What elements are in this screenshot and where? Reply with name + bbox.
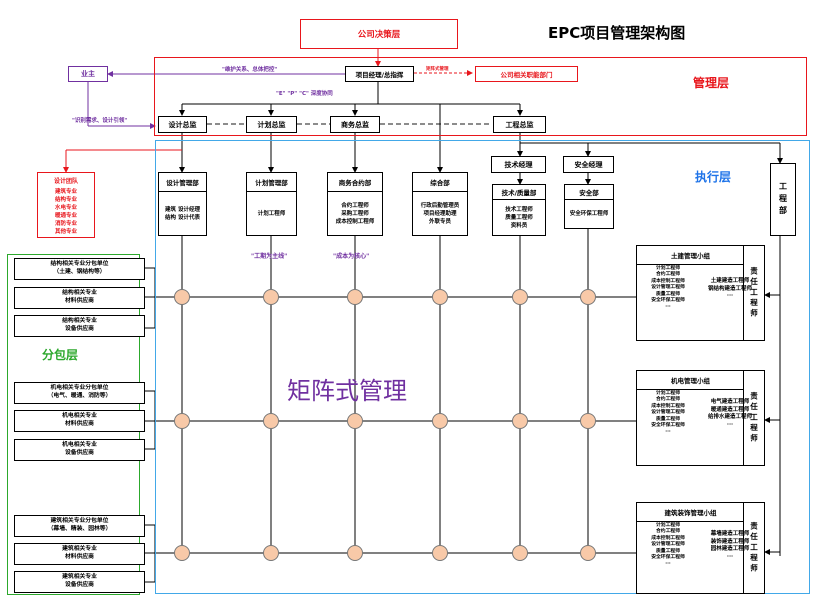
note-plan: "工期为主线" <box>251 253 288 260</box>
group-col2: 土建建造工程师 钢结构建造工程师 ··· <box>707 278 752 300</box>
matrix-node <box>347 545 363 561</box>
owner-box: 业主 <box>68 66 108 82</box>
subcontractor-box: 机电相关专业分包单位 （电气、暖通、消防等） <box>14 382 145 404</box>
director-design: 设计总监 <box>158 116 207 133</box>
group-title: 建筑装饰管理小组 <box>637 503 744 522</box>
note-epc: "E" "P" "C" 深度协同 <box>276 91 333 97</box>
group-col2: 幕墙建造工程师 装饰建造工程师 园林建造工程师 ··· <box>710 531 750 561</box>
dept-body: 行政后勤管理员 项目经理助理 外联专员 <box>420 202 460 226</box>
dept-tech-quality: 技术/质量部 技术工程师 质量工程师 资料员 <box>492 184 546 236</box>
director-engineering: 工程总监 <box>493 116 546 133</box>
design-team-box: 设计团队 建筑专业结构专业水电专业暖通专业消防专业其他专业 <box>37 172 95 238</box>
dept-business: 商务合约部 合约工程师 采购工程师 成本控制工程师 <box>327 172 383 236</box>
note-maintain: "维护关系、总体把控" <box>222 67 278 73</box>
group-mep: 机电管理小组 计划工程师 合约工程师 成本控制工程师 设计管理工程师 质量工程师… <box>636 370 765 466</box>
subcontract-layer-label: 分包层 <box>42 348 79 362</box>
dept-body: 安全环保工程师 <box>569 211 609 218</box>
engineering-dept-label: 工程部 <box>778 181 788 218</box>
management-layer-label: 管理层 <box>693 76 730 90</box>
design-team-title: 设计团队 <box>53 178 78 185</box>
design-team-item: 暖通专业 <box>54 212 77 219</box>
group-resp: 责任工程师 <box>743 371 764 465</box>
dept-name: 技术/质量部 <box>493 185 545 200</box>
subcontractor-box: 结构相关专业分包单位 （土建、钢结构等） <box>14 258 145 280</box>
matrix-node <box>347 413 363 429</box>
design-team-item: 结构专业 <box>54 196 77 203</box>
matrix-node <box>432 413 448 429</box>
dept-body: 建筑 设计经理 结构 设计代表 <box>165 206 200 221</box>
matrix-node <box>174 289 190 305</box>
execution-layer-label: 执行层 <box>695 170 732 184</box>
matrix-node <box>263 413 279 429</box>
matrix-node <box>580 545 596 561</box>
matrix-node <box>512 545 528 561</box>
dept-name: 综合部 <box>413 173 467 192</box>
group-civil: 土建管理小组 计划工程师 合约工程师 成本控制工程师 设计管理工程师 质量工程师… <box>636 245 765 341</box>
group-col1: 计划工程师 合约工程师 成本控制工程师 设计管理工程师 质量工程师 安全环保工程… <box>651 523 685 567</box>
matrix-node <box>512 413 528 429</box>
subcontractor-box: 建筑相关专业 材料供应商 <box>14 543 145 565</box>
safety-manager-box: 安全经理 <box>563 156 614 173</box>
design-team-items: 建筑专业结构专业水电专业暖通专业消防专业其他专业 <box>38 189 94 237</box>
matrix-label: 矩阵式管理 <box>287 377 407 405</box>
matrix-node <box>432 289 448 305</box>
subcontractor-box: 建筑相关专业 设备供应商 <box>14 571 145 593</box>
matrix-node <box>512 289 528 305</box>
dept-body: 计划工程师 <box>257 210 286 217</box>
page-title: EPC项目管理架构图 <box>548 24 686 42</box>
matrix-node <box>263 545 279 561</box>
dept-name: 计划管理部 <box>247 173 296 192</box>
director-business: 商务总监 <box>330 116 380 133</box>
matrix-note: 矩阵式管理 <box>426 67 449 72</box>
dept-name: 安全部 <box>565 185 613 200</box>
matrix-node <box>347 289 363 305</box>
group-decoration: 建筑装饰管理小组 计划工程师 合约工程师 成本控制工程师 设计管理工程师 质量工… <box>636 502 765 594</box>
dept-body: 技术工程师 质量工程师 资料员 <box>505 206 533 230</box>
note-identify: "识别需求、设计引领" <box>72 118 128 124</box>
dept-body: 合约工程师 采购工程师 成本控制工程师 <box>335 202 375 226</box>
director-plan: 计划总监 <box>246 116 297 133</box>
subcontractor-box: 结构相关专业 材料供应商 <box>14 287 145 309</box>
note-cost: "成本为核心" <box>333 253 370 260</box>
matrix-node <box>432 545 448 561</box>
subcontractor-box: 机电相关专业 设备供应商 <box>14 439 145 461</box>
group-resp: 责任工程师 <box>743 246 764 340</box>
matrix-node <box>174 413 190 429</box>
management-region <box>154 57 807 136</box>
execution-region <box>155 140 810 594</box>
dept-general: 综合部 行政后勤管理员 项目经理助理 外联专员 <box>412 172 468 236</box>
decision-layer-box: 公司决策层 <box>300 19 458 49</box>
matrix-node <box>263 289 279 305</box>
engineering-dept-box: 工程部 <box>770 163 796 236</box>
subcontractor-box: 机电相关专业 材料供应商 <box>14 410 145 432</box>
project-manager-box: 项目经理/总指挥 <box>345 66 414 82</box>
dept-name: 商务合约部 <box>328 173 382 192</box>
design-team-item: 消防专业 <box>54 220 77 227</box>
group-resp: 责任工程师 <box>743 503 764 593</box>
group-col1: 计划工程师 合约工程师 成本控制工程师 设计管理工程师 质量工程师 安全环保工程… <box>651 266 685 310</box>
matrix-node <box>580 413 596 429</box>
tech-manager-box: 技术经理 <box>491 156 546 173</box>
matrix-node <box>174 545 190 561</box>
subcontractor-box: 建筑相关专业分包单位 （幕墙、精装、园林等） <box>14 515 145 537</box>
group-title: 机电管理小组 <box>637 371 744 390</box>
design-team-item: 建筑专业 <box>54 189 77 195</box>
design-team-item: 水电专业 <box>54 204 77 211</box>
group-title: 土建管理小组 <box>637 246 744 265</box>
dept-safety: 安全部 安全环保工程师 <box>564 184 614 229</box>
dept-plan: 计划管理部 计划工程师 <box>246 172 297 236</box>
group-col1: 计划工程师 合约工程师 成本控制工程师 设计管理工程师 质量工程师 安全环保工程… <box>651 391 685 435</box>
design-team-item: 其他专业 <box>54 228 77 235</box>
matrix-node <box>580 289 596 305</box>
functional-dept-box: 公司相关职能部门 <box>475 66 578 82</box>
subcontractor-box: 结构相关专业 设备供应商 <box>14 315 145 337</box>
dept-design: 设计管理部 建筑 设计经理 结构 设计代表 <box>158 172 207 236</box>
group-col2: 电气建造工程师 暖通建造工程师 给排水建造工程师 ··· <box>707 399 752 429</box>
dept-name: 设计管理部 <box>159 173 206 192</box>
